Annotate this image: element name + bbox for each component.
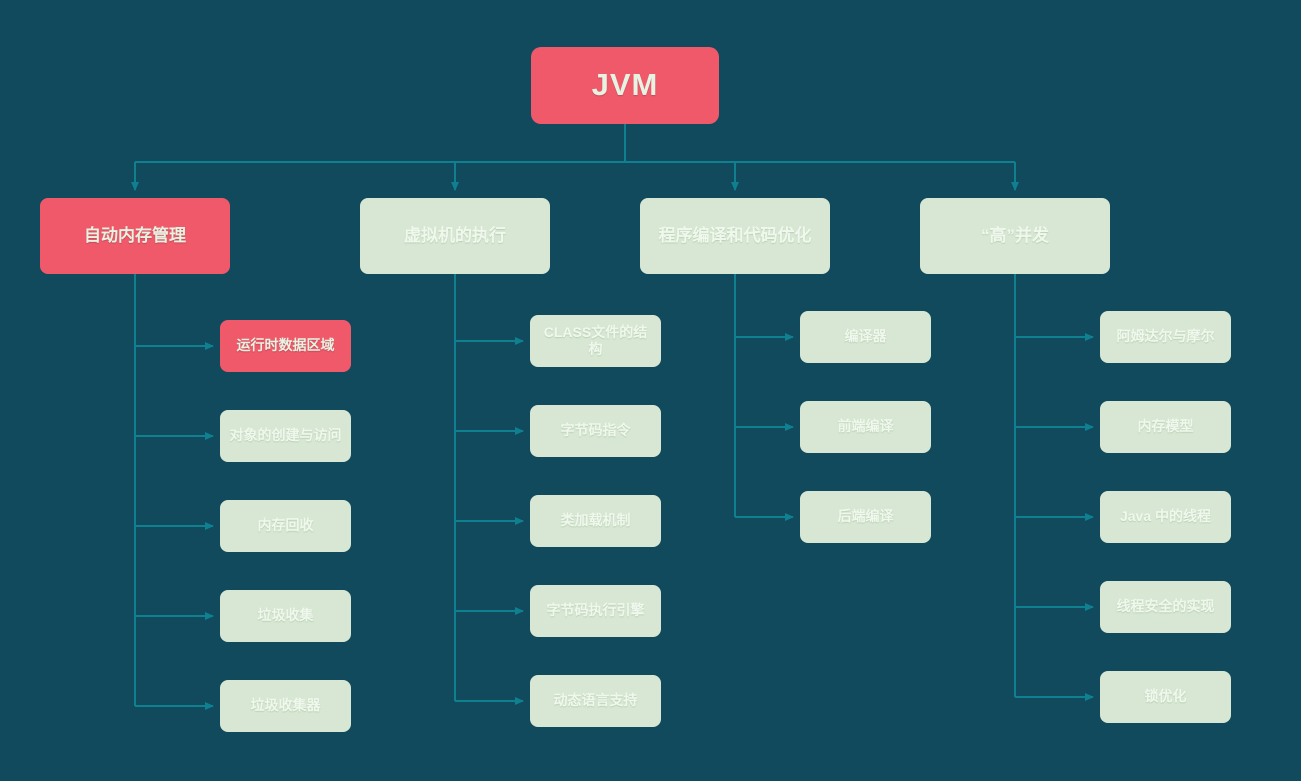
node-backend-compile[interactable]: 后端编译 [800,491,931,543]
node-object-creation-access[interactable]: 对象的创建与访问 [220,410,351,462]
node-memory-reclaim[interactable]: 内存回收 [220,500,351,552]
node-java-threads[interactable]: Java 中的线程 [1100,491,1231,543]
node-root-jvm[interactable]: JVM [531,47,719,124]
node-branch-high-concurrency[interactable]: “高”并发 [920,198,1110,274]
node-frontend-compile[interactable]: 前端编译 [800,401,931,453]
node-runtime-data-area[interactable]: 运行时数据区域 [220,320,351,372]
node-branch-compile-optimize[interactable]: 程序编译和代码优化 [640,198,830,274]
node-thread-safety-impl[interactable]: 线程安全的实现 [1100,581,1231,633]
node-garbage-collection[interactable]: 垃圾收集 [220,590,351,642]
node-compiler[interactable]: 编译器 [800,311,931,363]
node-branch-memory-management[interactable]: 自动内存管理 [40,198,230,274]
node-memory-model[interactable]: 内存模型 [1100,401,1231,453]
node-dynamic-language-support[interactable]: 动态语言支持 [530,675,661,727]
node-branch-vm-execution[interactable]: 虚拟机的执行 [360,198,550,274]
node-garbage-collector[interactable]: 垃圾收集器 [220,680,351,732]
node-lock-optimization[interactable]: 锁优化 [1100,671,1231,723]
node-class-loading-mechanism[interactable]: 类加载机制 [530,495,661,547]
node-bytecode-execution-engine[interactable]: 字节码执行引擎 [530,585,661,637]
node-class-file-structure[interactable]: CLASS文件的结构 [530,315,661,367]
node-amdahl-moore[interactable]: 阿姆达尔与摩尔 [1100,311,1231,363]
node-bytecode-instructions[interactable]: 字节码指令 [530,405,661,457]
